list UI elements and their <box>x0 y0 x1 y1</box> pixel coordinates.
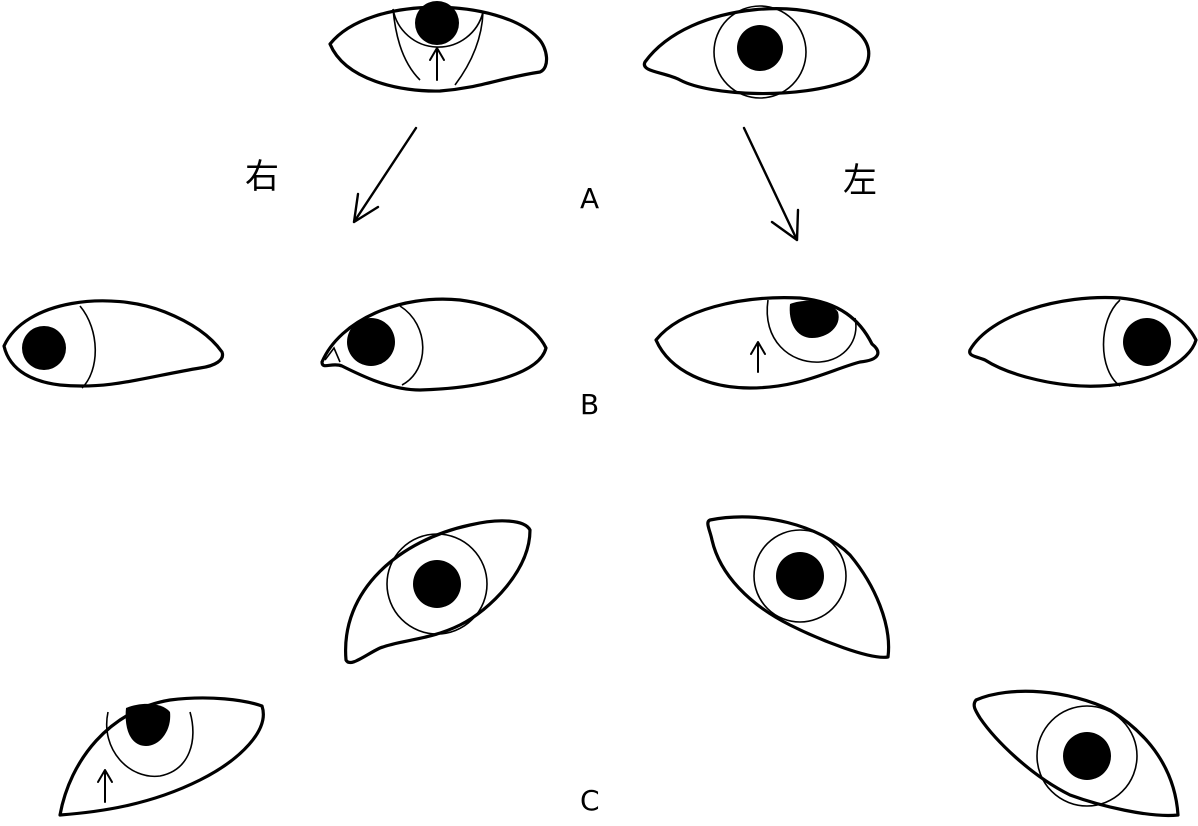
panel-c-upper-left-eye <box>344 519 532 665</box>
iris-circle <box>1102 299 1121 387</box>
iris-circle <box>399 305 424 386</box>
iris-circle <box>753 529 847 623</box>
label-panel-c: C <box>580 784 600 817</box>
iris-circle <box>713 5 807 99</box>
panel-b-gaze-right-right-eye <box>2 299 225 389</box>
panel-c-lower-right-eye <box>972 689 1180 818</box>
pupil <box>1123 318 1171 366</box>
iris-circle <box>386 533 488 635</box>
pupil <box>789 300 839 338</box>
panel-a-left-eye <box>642 5 871 99</box>
pupil <box>737 25 783 71</box>
iris-circle <box>392 8 484 86</box>
arrow-down-right <box>742 126 800 242</box>
pupil <box>22 326 66 370</box>
pupil <box>415 1 459 45</box>
panel-c-lower-left-eye <box>58 696 265 817</box>
panel-a: 右 左 A <box>245 1 877 242</box>
panel-c: C <box>58 515 1180 818</box>
pupil <box>776 552 824 600</box>
label-left: 左 <box>843 161 877 201</box>
panel-b-gaze-left-left-eye <box>968 295 1198 388</box>
pupil <box>1063 732 1111 780</box>
panel-a-right-eye <box>328 1 549 93</box>
upward-deviation-arrow <box>97 769 113 803</box>
pupil <box>347 318 395 366</box>
label-panel-a: A <box>580 182 599 215</box>
panel-b: B <box>2 295 1198 421</box>
iris-circle <box>79 305 97 389</box>
upward-deviation-arrow <box>429 47 445 81</box>
upward-deviation-arrow <box>750 341 766 373</box>
panel-b-gaze-right-left-eye <box>320 297 548 392</box>
iris-circle <box>766 299 857 363</box>
caruncle-outline <box>324 346 341 363</box>
iris-circle <box>1036 705 1138 807</box>
pupil <box>413 560 461 608</box>
pupil <box>125 703 171 746</box>
label-panel-b: B <box>580 388 599 421</box>
label-right: 右 <box>245 157 279 197</box>
panel-c-upper-right-eye <box>706 515 891 659</box>
iris-circle <box>105 711 194 778</box>
arrow-down-left <box>352 126 418 224</box>
eyelid-outline <box>2 299 225 388</box>
panel-b-gaze-left-right-eye <box>654 296 880 390</box>
